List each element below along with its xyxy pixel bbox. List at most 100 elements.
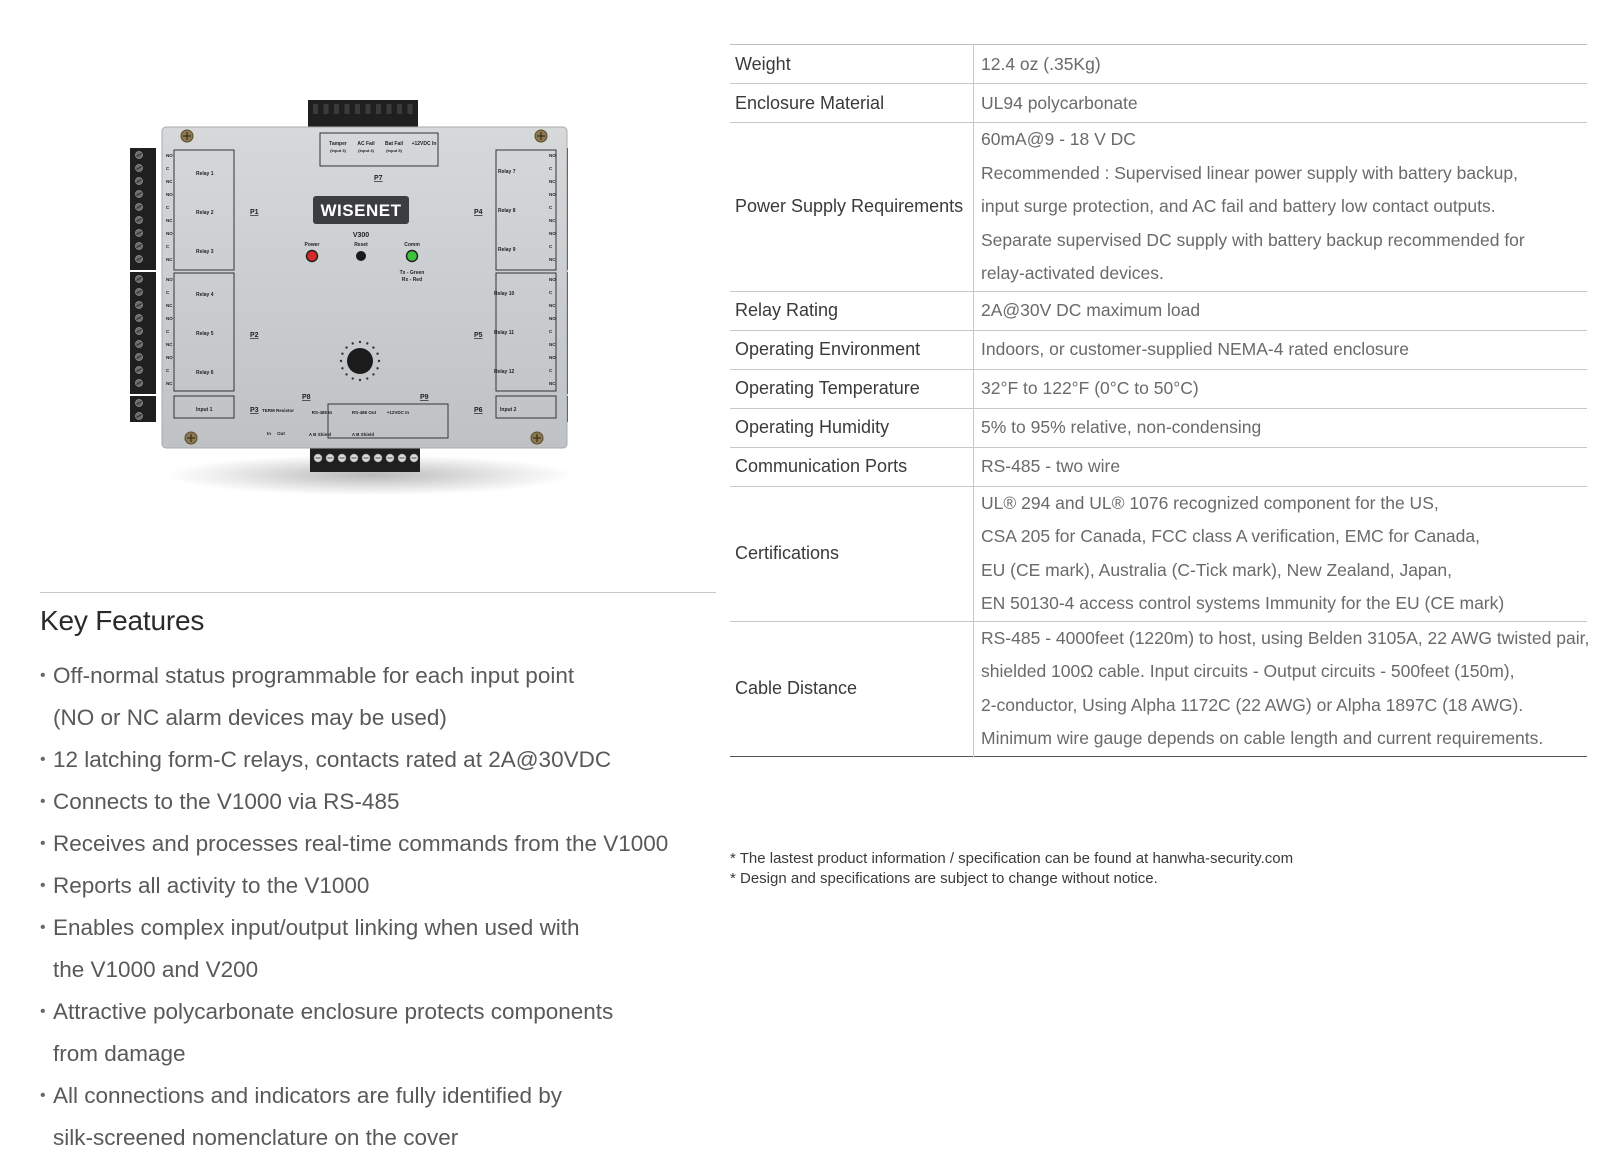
top-sublabel-tamper: (Input 3)	[330, 148, 346, 153]
screw-slot	[136, 303, 142, 307]
dial-tick	[358, 378, 362, 382]
spec-value-line: 2A@30V DC maximum load	[981, 300, 1201, 320]
contact-label: C	[166, 205, 170, 210]
spec-value-line: 32°F to 122°F (0°C to 50°C)	[981, 378, 1199, 398]
spec-label: Certifications	[730, 485, 974, 621]
relay-2-label: Relay 2	[196, 210, 214, 216]
rs485-in-pins-label: A B Shield	[309, 432, 332, 437]
spec-label: Relay Rating	[730, 290, 974, 330]
spec-value-line: input surge protection, and AC fail and …	[981, 196, 1496, 216]
contact-label: NO	[549, 355, 556, 360]
relay-4-label: Relay 4	[196, 292, 214, 298]
label-p1: P1	[250, 209, 259, 216]
screw-slot	[136, 329, 142, 333]
footnote-info-url: * The lastest product information / spec…	[730, 850, 1294, 867]
screw-slot	[136, 179, 142, 183]
top-pin	[386, 104, 392, 114]
feature-line: Attractive polycarbonate enclosure prote…	[53, 999, 614, 1024]
top-pin	[355, 104, 360, 114]
indicator-labels: Power Reset Comm Tx - Green Rx - Red	[304, 242, 424, 283]
rs485-in-label: RS-485 In	[312, 410, 333, 415]
contact-label: C	[166, 368, 170, 373]
spec-value: 5% to 95% relative, non-condensing	[973, 407, 1587, 447]
contact-label: NO	[549, 192, 556, 197]
top-pin	[323, 104, 329, 114]
comm-note-rx: Rx - Red	[402, 277, 422, 283]
spec-value-line: EN 50130-4 access control systems Immuni…	[981, 593, 1505, 613]
dial-tick	[377, 359, 381, 363]
spec-value-line: RS-485 - two wire	[981, 456, 1121, 476]
feature-line: Off-normal status programmable for each …	[53, 663, 575, 688]
enclosure-cover	[161, 126, 568, 449]
top-sublabel-bat-fail: (Input 5)	[386, 148, 402, 153]
top-label-bat-fail: Bat Fail	[385, 141, 404, 147]
relay-3-label: Relay 3	[196, 249, 214, 255]
power-label: Power	[304, 242, 319, 248]
relay-labels: Relay 1 Relay 2 Relay 3 Relay 4 Relay 5 …	[196, 169, 517, 413]
side-terminal-block	[130, 396, 156, 422]
connector-labels: P1 P2 P3 P4 P5 P6 P7 P8 P9	[250, 175, 483, 414]
feature-item: Off-normal status programmable for each …	[40, 655, 700, 739]
contact-label: C	[549, 205, 553, 210]
label-p4: P4	[474, 209, 483, 216]
feature-line: Reports all activity to the V1000	[53, 873, 370, 898]
feature-line: (NO or NC alarm devices may be used)	[53, 705, 447, 730]
top-terminal-pins	[313, 104, 413, 114]
spec-label: Operating Temperature	[730, 368, 974, 408]
relay-5-label: Relay 5	[196, 331, 214, 337]
dial-tick	[376, 352, 379, 355]
spec-value: 2A@30V DC maximum load	[973, 290, 1587, 330]
feature-item: Connects to the V1000 via RS-485	[40, 781, 700, 823]
dial-tick	[351, 342, 354, 345]
label-p3: P3	[250, 407, 259, 414]
input-1-label: Input 1	[196, 407, 213, 413]
top-pin	[397, 104, 402, 114]
feature-line: All connections and indicators are fully…	[53, 1083, 563, 1108]
side-terminal-block	[130, 148, 156, 270]
spec-value-line: RS-485 - 4000feet (1220m) to host, using…	[981, 627, 1590, 648]
spec-value-line: Minimum wire gauge depends on cable leng…	[981, 728, 1544, 748]
contact-label: C	[549, 244, 553, 249]
feature-item: 12 latching form-C relays, contacts rate…	[40, 739, 700, 781]
brand-plate	[313, 196, 409, 224]
screw-slot	[136, 218, 142, 222]
feature-line: from damage	[53, 1041, 186, 1066]
screw-slot	[136, 192, 142, 196]
spec-value-line: 2-conductor, Using Alpha 1172C (22 AWG) …	[981, 694, 1524, 715]
label-p5: P5	[474, 332, 483, 339]
contact-label: C	[166, 290, 170, 295]
dial-tick	[372, 373, 375, 376]
screw-slot	[136, 153, 142, 157]
contact-label: NC	[549, 218, 556, 223]
contact-label: NC	[549, 179, 556, 184]
top-labels: Tamper AC Fail Bat Fail +12VDC In (Input…	[329, 141, 436, 153]
side-terminal-block	[130, 272, 156, 394]
feature-line: Connects to the V1000 via RS-485	[53, 789, 400, 814]
comm-led	[405, 249, 419, 263]
contact-label: NO	[166, 277, 173, 282]
top-label-ac-fail: AC Fail	[357, 141, 375, 147]
label-p2: P2	[250, 332, 259, 339]
feature-line: the V1000 and V200	[53, 957, 259, 982]
dc-in-label: +12VDC In	[387, 410, 410, 415]
term-resistor-label: TERM Resistor	[262, 408, 294, 413]
top-pin	[334, 104, 339, 114]
top-pin	[313, 104, 318, 114]
feature-line: silk-screened nomenclature on the cover	[53, 1125, 459, 1150]
label-p7: P7	[374, 175, 383, 182]
screw-slot	[136, 244, 142, 248]
term-out-label: Out	[277, 431, 285, 436]
relay-10-label: Relay 10	[494, 291, 515, 297]
spec-value-line: shielded 100Ω cable. Input circuits - Ou…	[981, 661, 1515, 681]
top-pin	[376, 104, 381, 114]
contact-label: NO	[166, 231, 173, 236]
label-p9: P9	[420, 394, 429, 401]
feature-item: All connections and indicators are fully…	[40, 1075, 700, 1159]
spec-label: Enclosure Material	[730, 83, 974, 123]
screw-slot	[136, 277, 142, 281]
contact-label: NC	[166, 257, 173, 262]
